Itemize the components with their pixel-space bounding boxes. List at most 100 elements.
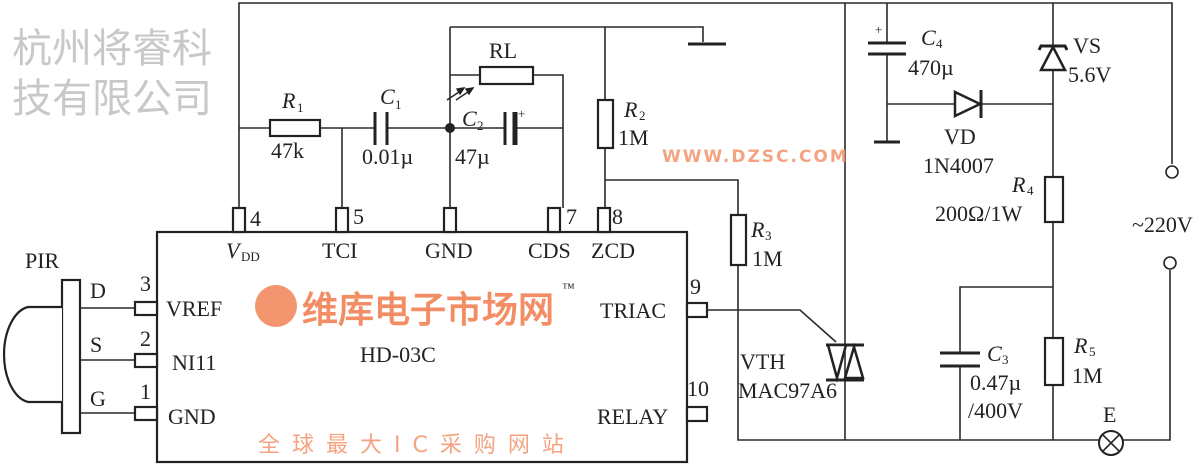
terminal-top [1165, 165, 1179, 179]
light-arrows-icon [446, 87, 475, 101]
resistor-r5 [1043, 336, 1065, 387]
r3-sub: 3 [765, 228, 772, 243]
r2-value: 1M [618, 125, 649, 150]
c3-sub: 3 [1002, 352, 1009, 367]
pin-7 [546, 206, 562, 234]
r3-ref: R [750, 217, 765, 242]
r1-ref: R [281, 88, 296, 113]
c4-ref: C [921, 25, 936, 50]
diode-vd [953, 90, 983, 118]
c4-value: 470µ [908, 55, 954, 80]
pir-pin-d: D [90, 278, 106, 303]
c3-value2: /400V [968, 398, 1023, 423]
resistor-r4 [1043, 175, 1065, 224]
photoresistor-rl [478, 65, 535, 86]
capacitor-c3 [940, 351, 980, 368]
pir-sensor-body [60, 278, 82, 435]
pin-label-sub: DD [241, 249, 260, 264]
pin-label: TRIAC [600, 298, 666, 323]
vd-value: 1N4007 [923, 153, 994, 178]
pir-pin-g: G [90, 386, 106, 411]
watermark-company: 杭州将睿科技有限公司 [12, 26, 212, 122]
chip-pins [133, 206, 709, 423]
pin-1 [133, 405, 159, 422]
triac-vth [826, 342, 865, 383]
resistor-r3 [729, 213, 748, 267]
pin-3 [133, 300, 159, 317]
pin-num: 5 [353, 204, 364, 229]
watermark-tm: ™ [562, 280, 575, 295]
pin-num: 1 [140, 379, 151, 404]
c4-sub: 4 [936, 36, 943, 51]
c2-sub: 2 [477, 118, 484, 133]
pin-num: 8 [612, 204, 623, 229]
labels: HD-03C 4 V DD 5 TCI GND 7 CDS 8 ZCD 3 VR… [25, 22, 1193, 429]
r4-ref: R [1011, 172, 1026, 197]
capacitor-c2 [503, 112, 518, 145]
lamp-ref: E [1103, 402, 1116, 427]
vth-ref: VTH [740, 349, 785, 374]
chip-hd03c [155, 230, 689, 464]
pin-2 [133, 352, 159, 369]
r4-sub: 4 [1027, 183, 1034, 198]
vth-value: MAC97A6 [738, 378, 837, 403]
c2-plus: + [518, 106, 525, 121]
c2-value: 47µ [455, 144, 490, 169]
r5-ref: R [1073, 333, 1088, 358]
junction-dot [445, 123, 455, 133]
pir-pin-s: S [90, 332, 102, 357]
r4-value: 200Ω/1W [935, 201, 1022, 226]
pin-num: 9 [690, 274, 701, 299]
pin-num: 7 [566, 204, 577, 229]
chip-name: HD-03C [360, 342, 436, 367]
pin-4 [231, 206, 247, 234]
pin-6 [442, 206, 458, 234]
zener-diode-vs [1037, 44, 1069, 72]
pin-label: VREF [166, 296, 222, 321]
r5-value: 1M [1072, 363, 1103, 388]
pir-label: PIR [25, 248, 60, 273]
pin-label: CDS [528, 238, 571, 263]
c3-value: 0.47µ [970, 370, 1021, 395]
vs-ref: VS [1073, 33, 1101, 58]
pin-label: RELAY [597, 404, 668, 429]
pin-label: V [226, 238, 242, 263]
pin-label: NI11 [172, 350, 216, 375]
pir-dome [2, 305, 62, 404]
pin-label: ZCD [591, 238, 635, 263]
pin-num: 4 [250, 206, 261, 231]
watermark-url: WWW.DZSC.COM [662, 147, 849, 167]
c2-ref: C [462, 106, 477, 131]
pin-5 [334, 206, 350, 234]
pin-9 [685, 301, 709, 319]
c1-sub: 1 [395, 97, 402, 112]
pin-label: TCI [322, 238, 357, 263]
r2-ref: R [623, 97, 638, 122]
resistor-r1 [268, 118, 322, 138]
pin-num: 3 [140, 271, 151, 296]
r1-value: 47k [271, 138, 304, 163]
resistor-r2 [596, 98, 615, 150]
pin-label: GND [168, 404, 216, 429]
rl-ref: RL [489, 38, 517, 63]
r2-sub: 2 [639, 108, 646, 123]
watermark-logo-icon [255, 285, 297, 327]
wires [80, 2, 1173, 441]
pin-10 [685, 405, 709, 423]
watermark-brand: 维库电子市场网 [302, 290, 554, 331]
capacitor-c4 [868, 41, 906, 144]
c1-ref: C [380, 84, 395, 109]
r1-sub: 1 [297, 100, 304, 115]
terminal-bottom [1163, 256, 1177, 270]
pin-label: GND [425, 238, 473, 263]
pin-8 [596, 206, 612, 234]
vs-value: 5.6V [1068, 62, 1112, 87]
c4-plus: + [875, 22, 882, 37]
pin-num: 2 [140, 326, 151, 351]
watermark: 维库电子市场网 ™ WWW.DZSC.COM 全球最大IC采购网站 [255, 147, 849, 458]
pin-num: 10 [687, 376, 709, 401]
r3-value: 1M [752, 246, 783, 271]
lamp-icon [1098, 430, 1124, 456]
